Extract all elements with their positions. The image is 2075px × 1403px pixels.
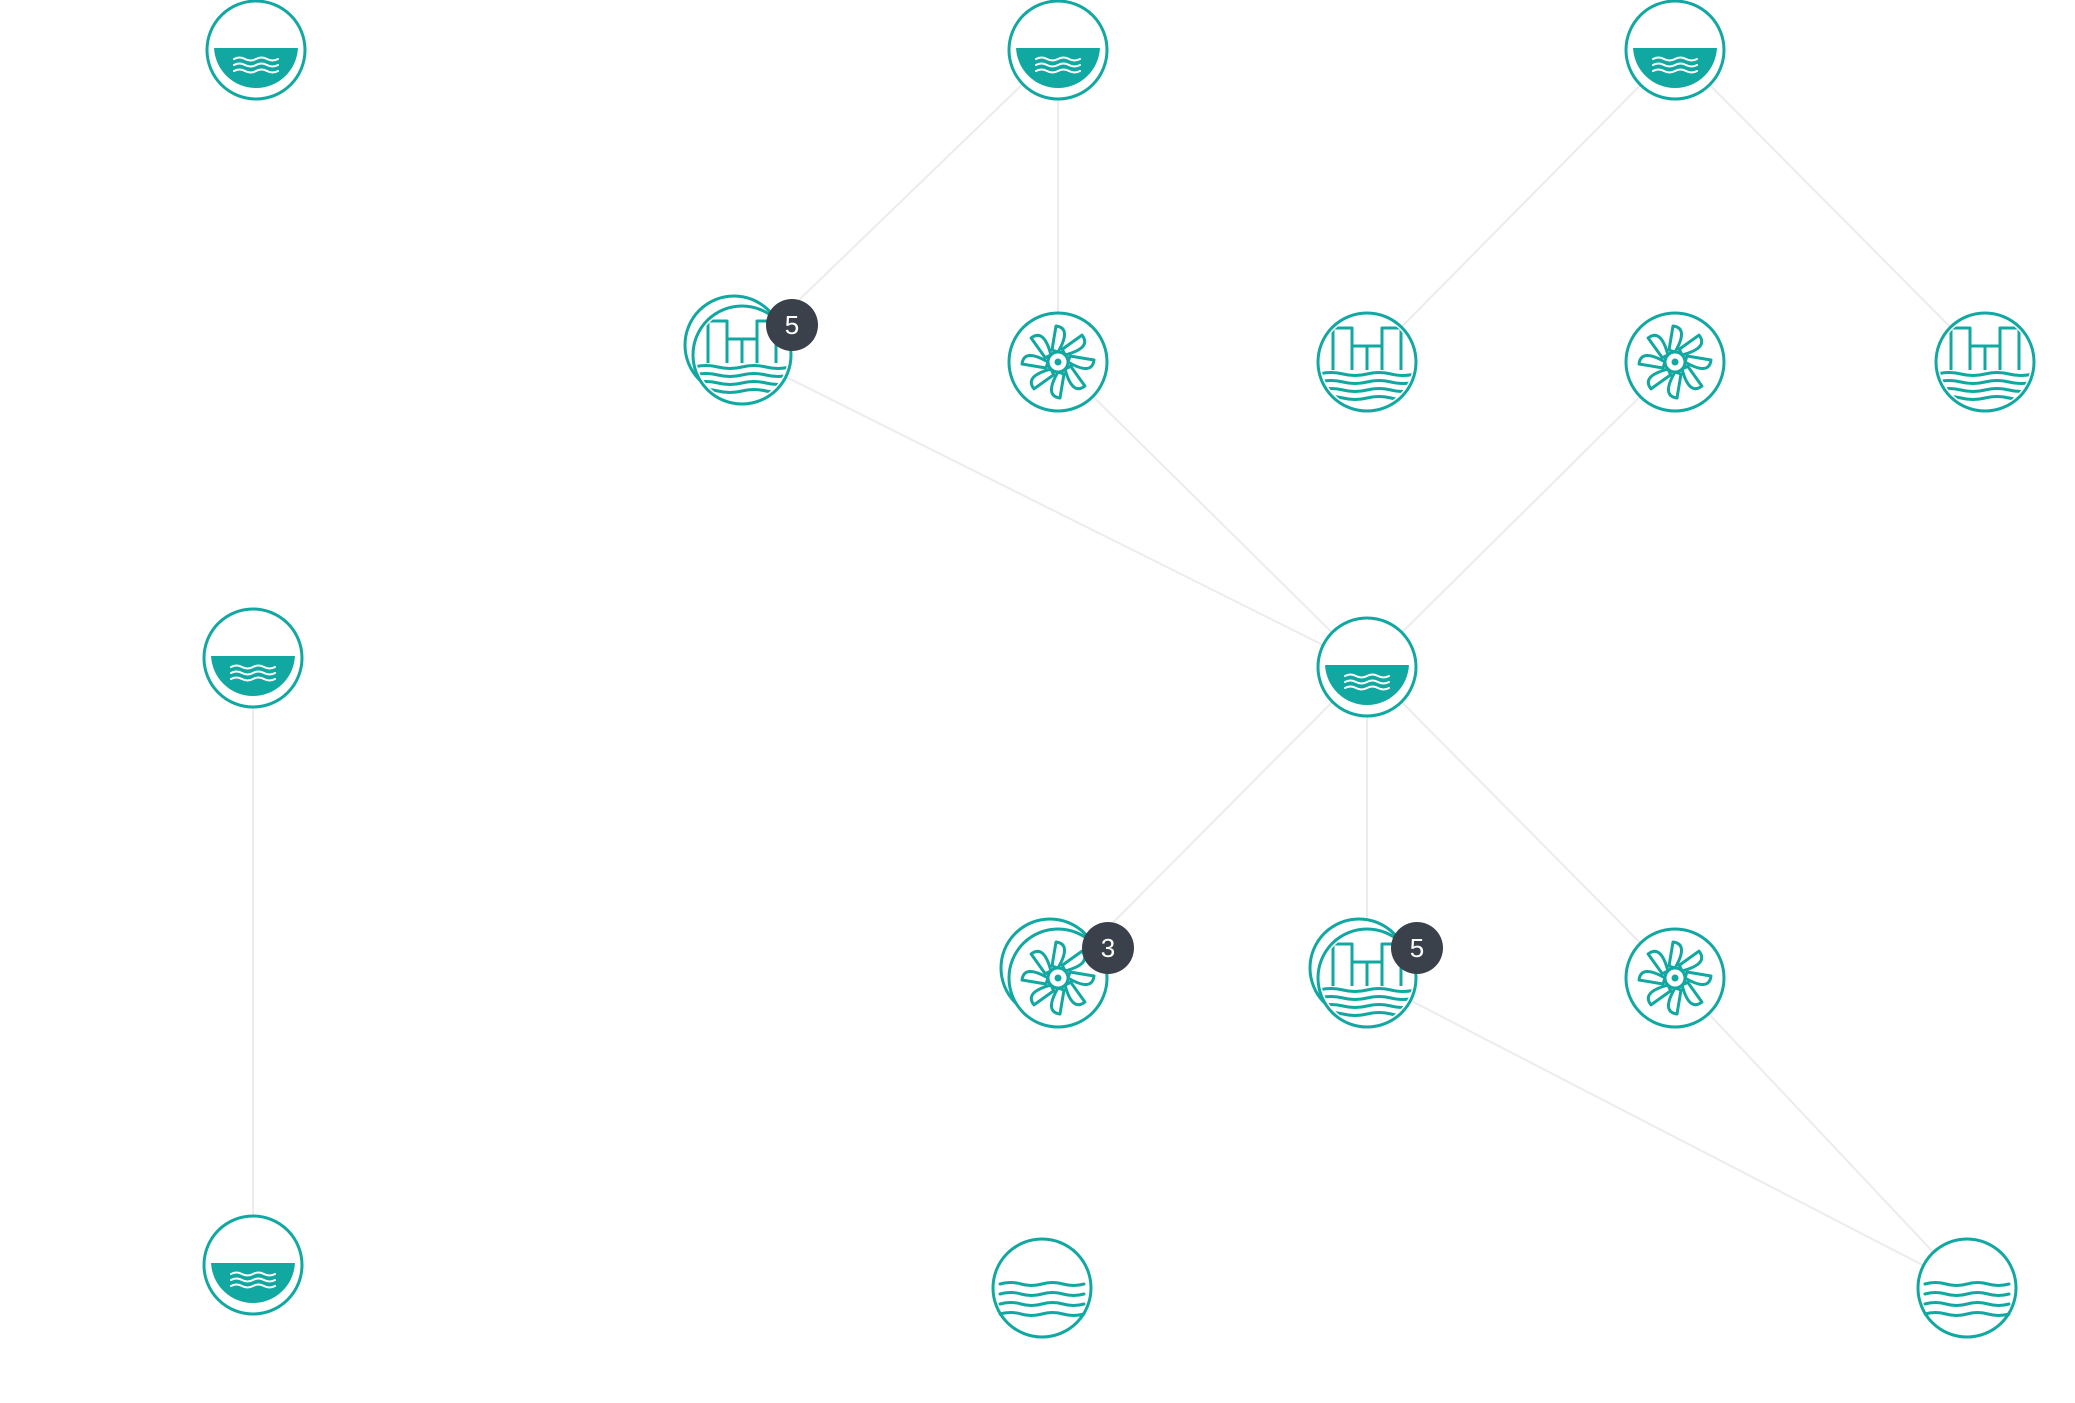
dam-icon — [683, 294, 793, 406]
nodes-layer: 5 3 5 — [202, 0, 2036, 1339]
node-n13[interactable] — [1624, 927, 1726, 1029]
dam-icon — [1308, 917, 1418, 1029]
node-n6[interactable] — [1316, 311, 1418, 413]
node-n3[interactable] — [1624, 0, 1726, 101]
node-n7[interactable] — [1624, 311, 1726, 413]
edge-n3-n6 — [1366, 49, 1676, 363]
node-n10[interactable] — [202, 607, 304, 709]
node-n14[interactable] — [202, 1214, 304, 1316]
edge-n9-n13 — [1366, 666, 1676, 979]
reservoir-icon — [202, 1214, 304, 1316]
count-badge: 5 — [766, 299, 818, 351]
river-icon — [1916, 1237, 2018, 1339]
turbine-icon — [1624, 927, 1726, 1029]
node-n16[interactable] — [1916, 1237, 2018, 1339]
edge-n7-n9 — [1366, 361, 1676, 668]
dam-icon — [1316, 311, 1418, 413]
count-badge-label: 5 — [1410, 933, 1424, 963]
reservoir-icon — [1007, 0, 1109, 101]
reservoir-icon — [1624, 0, 1726, 101]
turbine-icon — [1624, 311, 1726, 413]
edge-n12-n16 — [1366, 977, 1968, 1289]
count-badge-label: 3 — [1101, 933, 1115, 963]
turbine-icon — [999, 917, 1109, 1029]
edges-layer — [252, 49, 1986, 1289]
node-n12[interactable]: 5 — [1308, 917, 1443, 1029]
node-n9[interactable] — [1316, 616, 1418, 718]
reservoir-icon — [202, 607, 304, 709]
node-n15[interactable] — [991, 1237, 1093, 1339]
edge-n5-n9 — [1057, 361, 1368, 668]
edge-n3-n8 — [1674, 49, 1986, 363]
river-icon — [991, 1237, 1093, 1339]
reservoir-icon — [1316, 616, 1418, 718]
dam-icon — [1934, 311, 2036, 413]
node-n8[interactable] — [1934, 311, 2036, 413]
edge-n4-n9 — [741, 354, 1368, 668]
edge-n13-n16 — [1674, 977, 1968, 1289]
turbine-icon — [1007, 311, 1109, 413]
node-n11[interactable]: 3 — [999, 917, 1134, 1029]
node-n1[interactable] — [205, 0, 307, 101]
reservoir-icon — [205, 0, 307, 101]
count-badge: 3 — [1082, 922, 1134, 974]
node-n2[interactable] — [1007, 0, 1109, 101]
node-n5[interactable] — [1007, 311, 1109, 413]
count-badge-label: 5 — [785, 310, 799, 340]
node-n4[interactable]: 5 — [683, 294, 818, 406]
count-badge: 5 — [1391, 922, 1443, 974]
